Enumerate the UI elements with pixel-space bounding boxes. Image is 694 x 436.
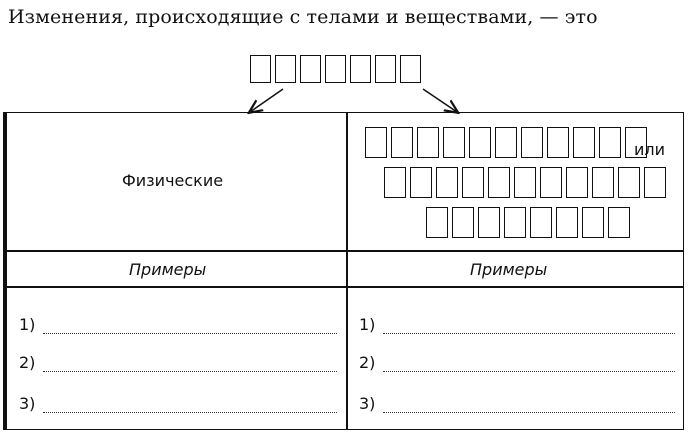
- item-number: 2): [19, 353, 36, 372]
- letter-box[interactable]: [275, 55, 296, 83]
- letter-box[interactable]: [365, 127, 387, 158]
- letter-box[interactable]: [582, 207, 604, 238]
- right-item-2: 2): [359, 353, 675, 372]
- letter-box[interactable]: [462, 167, 484, 198]
- left-item-3: 3): [19, 394, 337, 413]
- letter-box[interactable]: [325, 55, 346, 83]
- letter-box[interactable]: [488, 167, 510, 198]
- column-divider: [346, 113, 348, 429]
- page-title: Изменения, происходящие с телами и вещес…: [8, 6, 598, 28]
- letter-box[interactable]: [530, 207, 552, 238]
- letter-box[interactable]: [566, 167, 588, 198]
- item-number: 1): [19, 315, 36, 334]
- letter-box[interactable]: [547, 127, 569, 158]
- letter-box[interactable]: [443, 127, 465, 158]
- letter-box[interactable]: [504, 207, 526, 238]
- letter-box[interactable]: [608, 207, 630, 238]
- letter-box[interactable]: [556, 207, 578, 238]
- letter-box[interactable]: [391, 127, 413, 158]
- right-answer-boxes-row-3: [426, 207, 630, 238]
- letter-box[interactable]: [300, 55, 321, 83]
- left-examples-label: Примеры: [129, 260, 207, 279]
- arrow-right: [422, 88, 457, 112]
- letter-box[interactable]: [410, 167, 432, 198]
- letter-box[interactable]: [644, 167, 666, 198]
- right-item-3: 3): [359, 394, 675, 413]
- answer-line[interactable]: [43, 319, 337, 334]
- row-divider-1: [7, 250, 683, 252]
- letter-box[interactable]: [426, 207, 448, 238]
- classification-table: Физические Примеры 1) 2) 3) или Примеры …: [3, 112, 684, 430]
- letter-box[interactable]: [618, 167, 640, 198]
- letter-box[interactable]: [469, 127, 491, 158]
- right-answer-boxes-row-2: [384, 167, 666, 198]
- left-item-2: 2): [19, 353, 337, 372]
- letter-box[interactable]: [350, 55, 371, 83]
- or-word: или: [634, 140, 666, 159]
- letter-box[interactable]: [384, 167, 406, 198]
- letter-box[interactable]: [478, 207, 500, 238]
- arrow-left: [250, 88, 284, 112]
- answer-line[interactable]: [383, 398, 675, 413]
- letter-box[interactable]: [514, 167, 536, 198]
- left-item-1: 1): [19, 315, 337, 334]
- right-item-1: 1): [359, 315, 675, 334]
- item-number: 2): [359, 353, 376, 372]
- answer-line[interactable]: [383, 357, 675, 372]
- row-divider-2: [7, 286, 683, 288]
- letter-box[interactable]: [592, 167, 614, 198]
- item-number: 3): [359, 394, 376, 413]
- answer-line[interactable]: [383, 319, 675, 334]
- answer-line[interactable]: [43, 398, 337, 413]
- letter-box[interactable]: [495, 127, 517, 158]
- letter-box[interactable]: [250, 55, 271, 83]
- letter-box[interactable]: [573, 127, 595, 158]
- letter-box[interactable]: [625, 127, 647, 158]
- item-number: 3): [19, 394, 36, 413]
- letter-box[interactable]: [599, 127, 621, 158]
- letter-box[interactable]: [436, 167, 458, 198]
- top-answer-boxes: [250, 55, 421, 83]
- letter-box[interactable]: [400, 55, 421, 83]
- letter-box[interactable]: [540, 167, 562, 198]
- answer-line[interactable]: [43, 357, 337, 372]
- letter-box[interactable]: [521, 127, 543, 158]
- letter-box[interactable]: [375, 55, 396, 83]
- right-examples-label: Примеры: [470, 260, 548, 279]
- letter-box[interactable]: [452, 207, 474, 238]
- letter-box[interactable]: [417, 127, 439, 158]
- item-number: 1): [359, 315, 376, 334]
- right-answer-boxes-row-1: [365, 127, 647, 158]
- physical-heading: Физические: [122, 171, 224, 190]
